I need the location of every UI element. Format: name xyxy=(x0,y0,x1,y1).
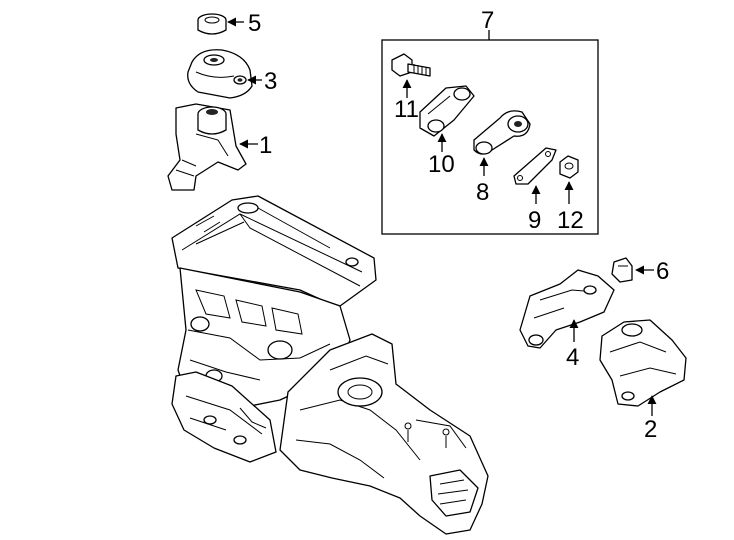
part-11-bolt xyxy=(391,53,431,77)
part-2-side-mount xyxy=(599,319,687,407)
callout-2-label: 2 xyxy=(644,416,657,443)
callout-4: 4 xyxy=(566,319,579,371)
callout-12: 12 xyxy=(557,181,584,234)
callout-1-label: 1 xyxy=(259,132,272,159)
callout-9-label: 9 xyxy=(528,207,541,234)
callout-10-label: 10 xyxy=(428,151,455,178)
part-10-bracket xyxy=(419,85,475,137)
callout-2: 2 xyxy=(644,395,657,443)
part-7-group-box xyxy=(381,30,599,235)
part-4-transmission-mount xyxy=(519,269,615,349)
part-3-upper-bracket xyxy=(187,49,253,99)
callout-7-label: 7 xyxy=(481,7,494,34)
callout-11: 11 xyxy=(394,79,419,123)
callout-5: 5 xyxy=(227,10,261,37)
callout-12-label: 12 xyxy=(557,207,584,234)
part-6-clip xyxy=(611,257,633,283)
callout-1: 1 xyxy=(239,132,272,159)
callout-11-label: 11 xyxy=(394,96,419,123)
part-5-bump-stop xyxy=(197,13,227,35)
part-12-nut xyxy=(559,155,579,179)
callout-10: 10 xyxy=(428,133,455,178)
callout-6-label: 6 xyxy=(656,258,669,285)
callout-9: 9 xyxy=(528,185,541,234)
callout-6: 6 xyxy=(635,258,669,285)
engine-transmission-assembly xyxy=(171,195,489,535)
callout-5-label: 5 xyxy=(248,10,261,37)
part-8-torque-rod xyxy=(473,110,531,155)
callout-3-label: 3 xyxy=(264,68,277,95)
callout-4-label: 4 xyxy=(566,344,579,371)
callout-8: 8 xyxy=(476,157,489,206)
callout-8-label: 8 xyxy=(476,179,489,206)
part-1-engine-mount xyxy=(167,103,247,191)
part-9-plate xyxy=(513,147,557,185)
callout-3: 3 xyxy=(247,68,277,95)
